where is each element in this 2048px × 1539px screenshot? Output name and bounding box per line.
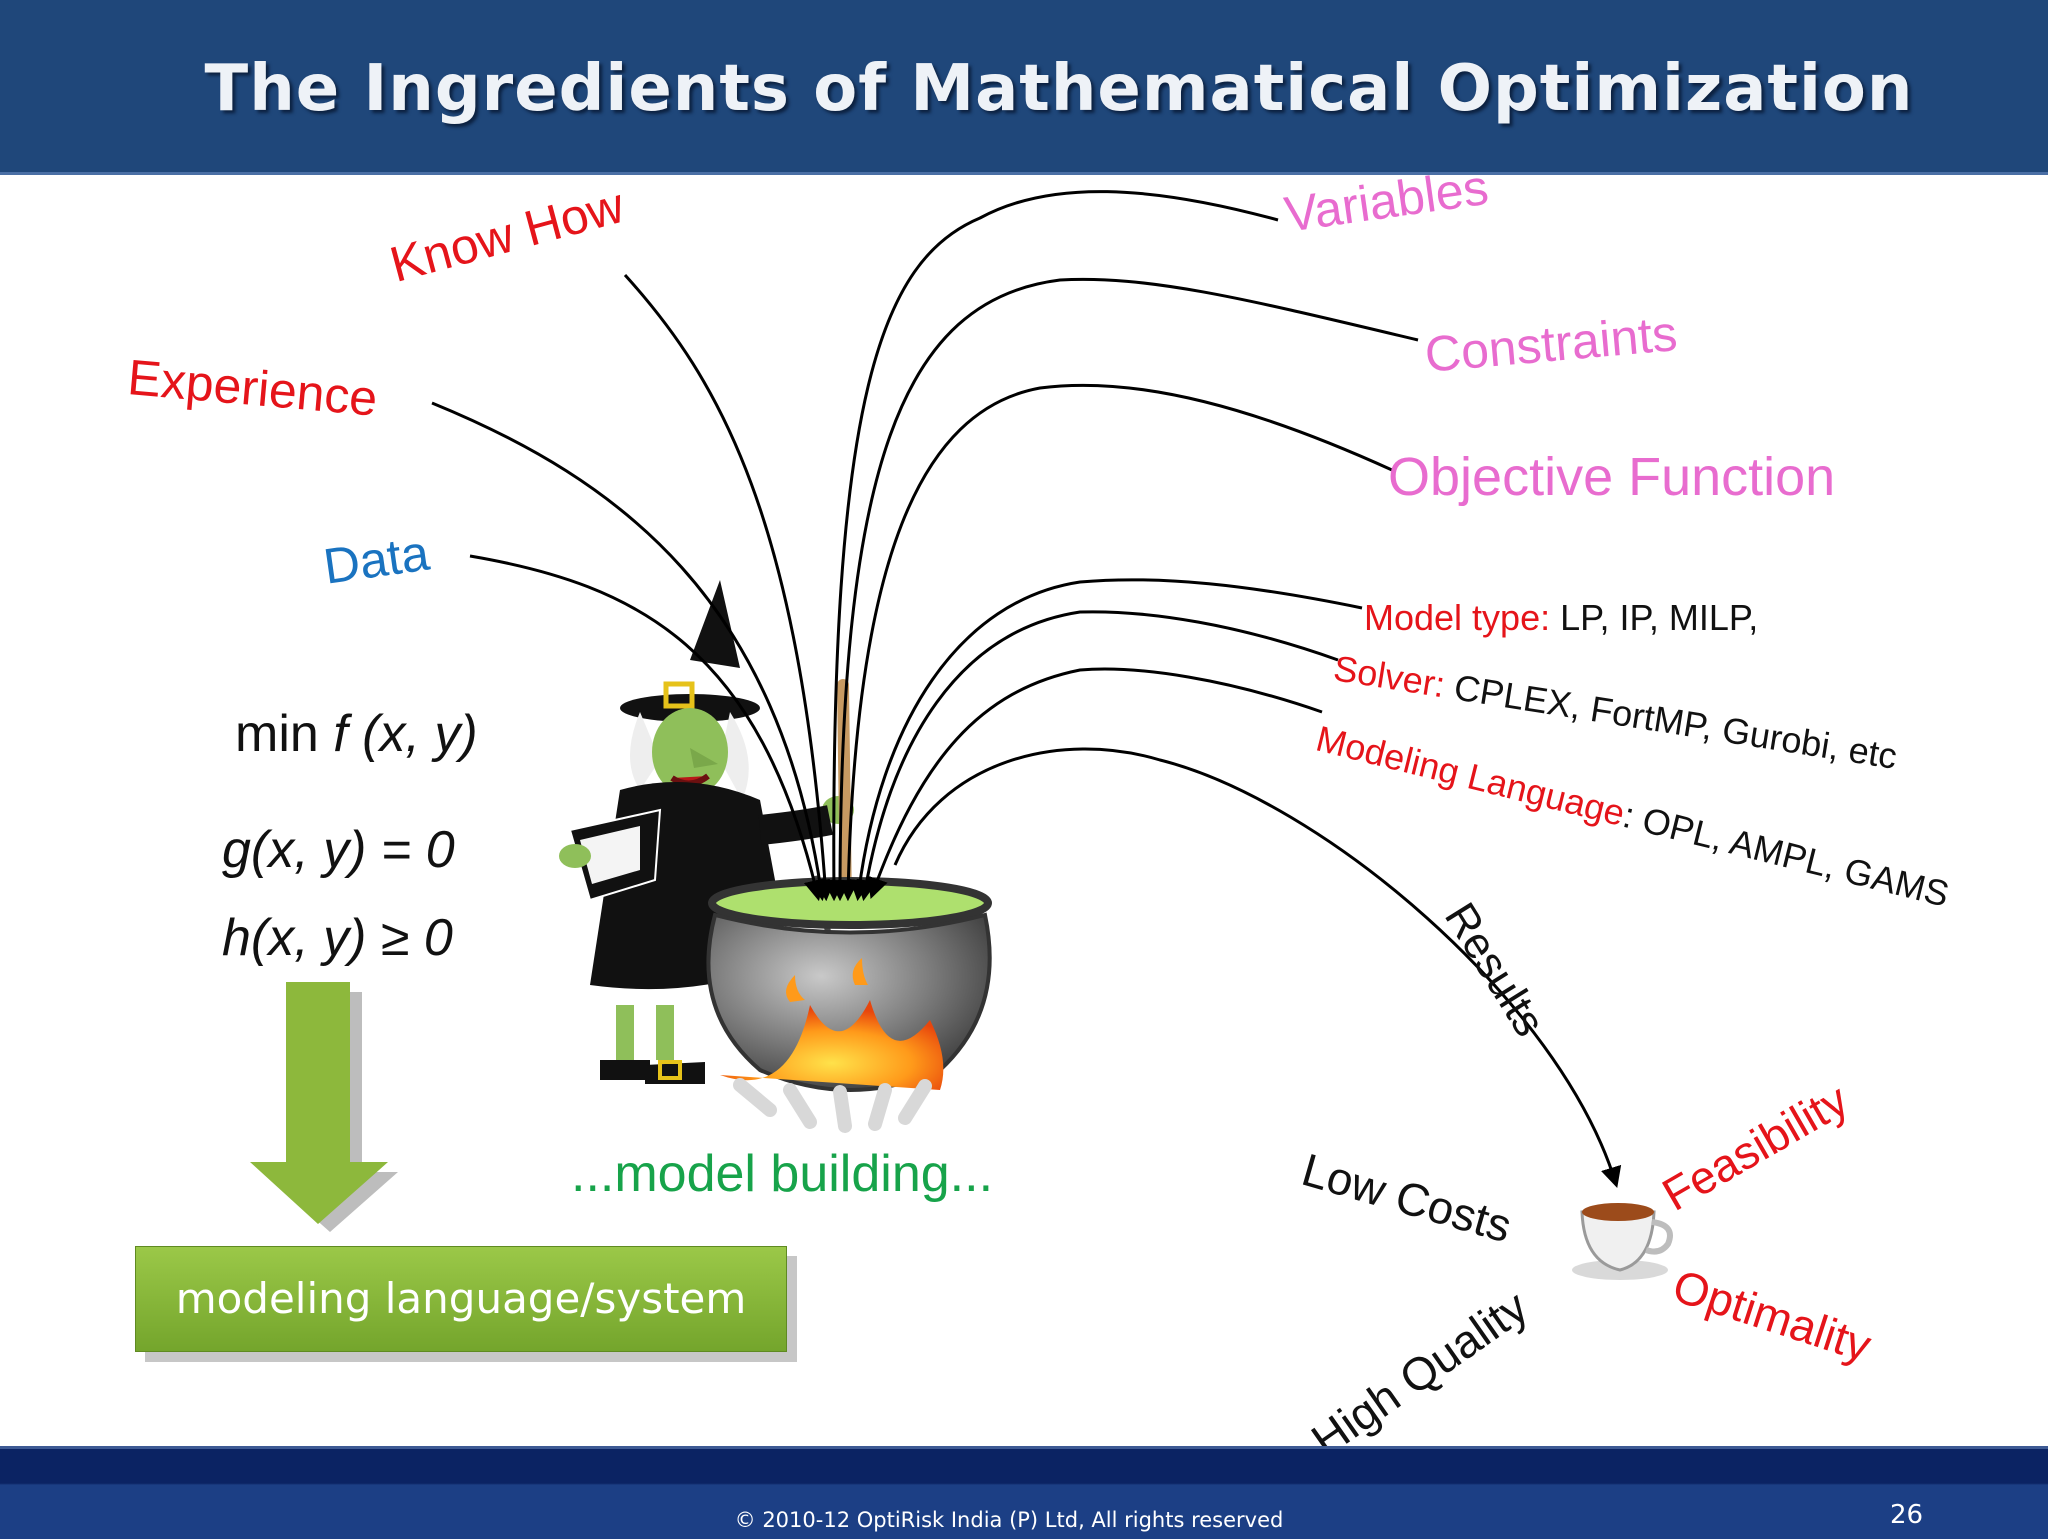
- arrow-modeling-language: [867, 667, 1323, 899]
- objective-expression: min f (x, y): [235, 708, 478, 760]
- equality-constraint: g(x, y) = 0: [222, 821, 455, 879]
- model-type-line: Model type: LP, IP, MILP,: [1364, 600, 1758, 636]
- slide-title: The Ingredients of Mathematical Optimiza…: [204, 52, 1914, 126]
- cauldron-icon: [706, 875, 992, 1133]
- min-keyword: min: [235, 705, 334, 763]
- arrow-variables: [823, 190, 1279, 902]
- inequality-constraint: h(x, y) ≥ 0: [222, 909, 453, 967]
- title-bar-divider: [0, 172, 2048, 175]
- witch-icon: [559, 580, 854, 1084]
- arrow-data: [469, 554, 825, 902]
- objective-function-label: Objective Function: [1388, 447, 1836, 507]
- footer-bar: [0, 1446, 2048, 1539]
- arrow-experience: [431, 401, 831, 902]
- arrow-results: [893, 747, 1622, 1189]
- down-arrow-icon: [250, 982, 398, 1232]
- objective-function-expression: f (x, y): [333, 705, 478, 763]
- modeling-language-system-label: modeling language/system: [175, 1274, 747, 1323]
- modeling-language-system-box: modeling language/system: [135, 1246, 787, 1352]
- coffee-cup-icon: [1572, 1203, 1673, 1280]
- arrow-model-type: [849, 578, 1363, 902]
- model-type-value: LP, IP, MILP,: [1550, 597, 1759, 638]
- arrow-solver: [856, 610, 1339, 902]
- title-bar: [0, 0, 2048, 172]
- arrow-know-how: [623, 273, 836, 902]
- data-label: Data: [320, 524, 433, 595]
- page-number: 26: [1890, 1500, 1924, 1530]
- arrow-objective-function: [837, 383, 1393, 902]
- model-type-label: Model type:: [1364, 597, 1551, 638]
- arrow-constraints: [829, 277, 1419, 902]
- copyright-notice: © 2010-12 OptiRisk India (P) Ltd, All ri…: [734, 1508, 1284, 1532]
- model-building-label: ...model building...: [571, 1145, 994, 1203]
